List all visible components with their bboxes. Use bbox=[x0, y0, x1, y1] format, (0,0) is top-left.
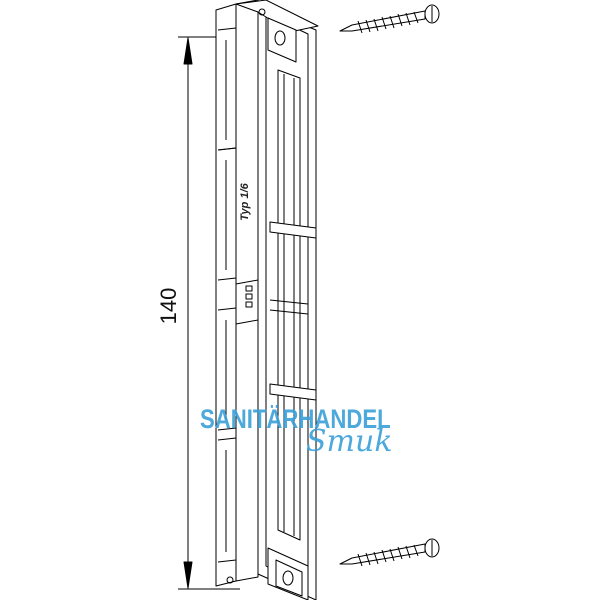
strike-plate-body bbox=[215, 0, 319, 600]
watermark-line1: SANITÄRHANDEL bbox=[200, 404, 391, 434]
screw-top bbox=[339, 4, 440, 34]
screw-bottom bbox=[339, 538, 440, 567]
dimension-line bbox=[178, 36, 240, 590]
part-type-label: Typ 1/6 bbox=[239, 183, 251, 221]
dimension-label: 140 bbox=[156, 287, 181, 325]
watermark-line2: Smuk bbox=[306, 424, 393, 459]
